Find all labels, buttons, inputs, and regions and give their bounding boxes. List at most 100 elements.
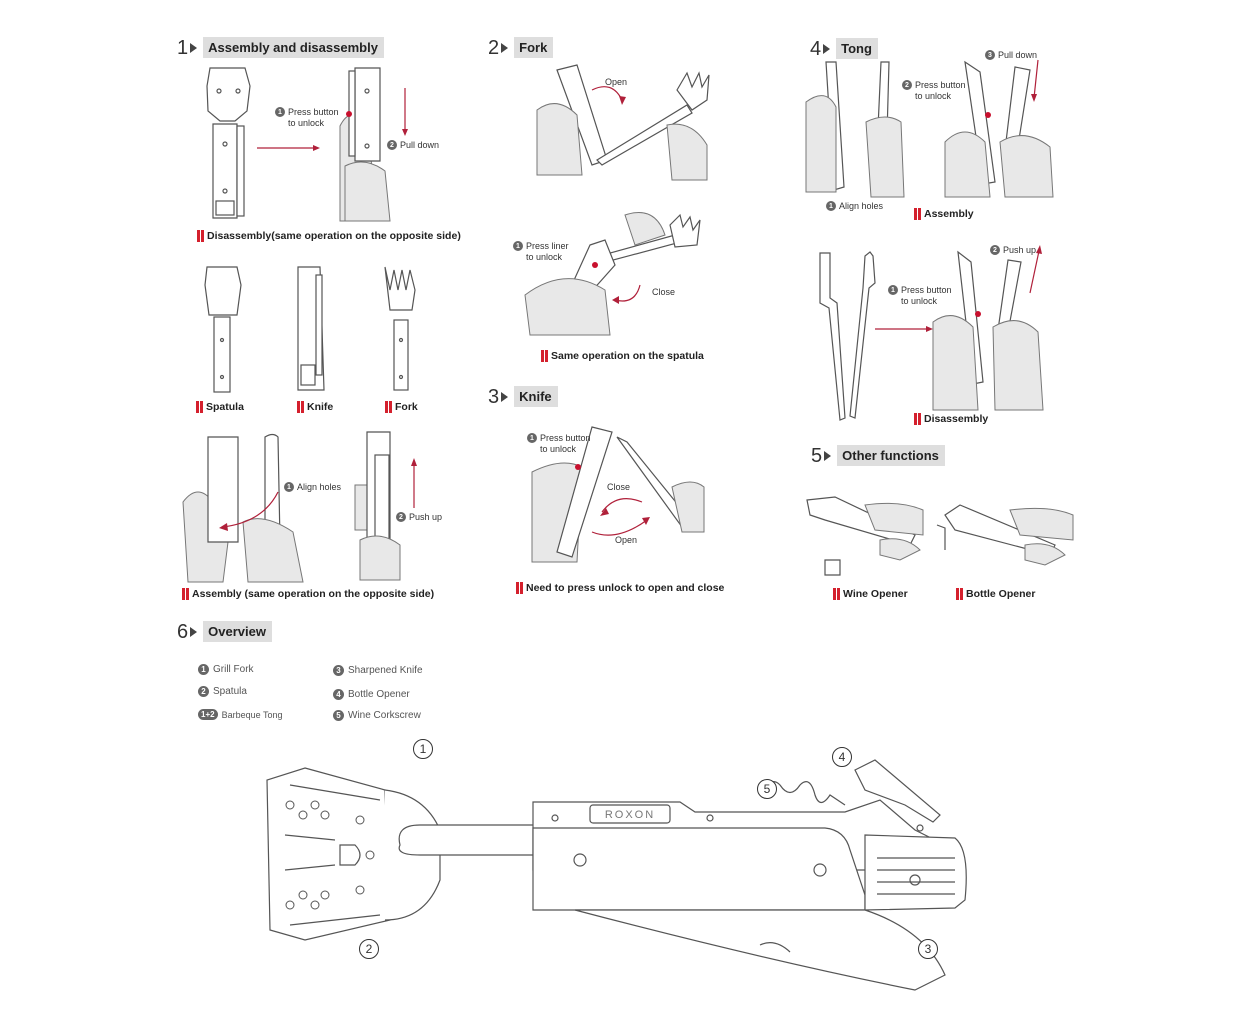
arrow-up — [1029, 245, 1042, 294]
section-number: 4 — [810, 37, 822, 60]
red-marker-icon — [516, 582, 523, 594]
overview-item-bottle-opener: 4 Bottle Opener — [333, 689, 410, 700]
step-number-icon: 2 — [990, 245, 1000, 255]
number-icon: 1+2 — [198, 709, 218, 720]
callout-5: 5 — [757, 779, 777, 799]
step-number-icon: 1 — [826, 201, 836, 211]
tong-push-up-note: 2 Push up — [990, 245, 1036, 256]
overview-item-knife: 3 Sharpened Knife — [333, 665, 423, 676]
caption-knife-unlock: Need to press unlock to open and close — [516, 582, 724, 594]
overview-item-spatula: 2 Spatula — [198, 686, 247, 697]
knife-illustration — [297, 266, 325, 391]
triangle-icon — [501, 42, 509, 53]
arrow-right — [875, 326, 933, 332]
caption-disassembly: Disassembly(same operation on the opposi… — [197, 230, 461, 242]
caption-assembly: Assembly (same operation on the opposite… — [182, 588, 434, 600]
fork-illustration — [384, 266, 416, 391]
overview-item-barbeque-tong: 1+2 Barbeque Tong — [198, 709, 282, 720]
red-marker-icon — [197, 230, 204, 242]
step-number-icon: 1 — [275, 107, 285, 117]
caption-knife: Knife — [297, 401, 333, 413]
number-icon: 2 — [198, 686, 209, 697]
red-marker-icon — [833, 588, 840, 600]
arrow-down — [402, 88, 408, 136]
tong-dis-press-note: 1 Press button to unlock — [888, 285, 952, 307]
callout-4: 4 — [832, 747, 852, 767]
section-assembly-header: 1 Assembly and disassembly — [177, 37, 384, 58]
push-up-note: 2 Push up — [396, 512, 442, 523]
step-number-icon: 1 — [513, 241, 523, 251]
section-number: 6 — [177, 620, 189, 643]
tong-align-illustration — [805, 61, 905, 198]
press-liner-note: 1 Press liner to unlock — [513, 241, 569, 263]
section-number: 3 — [488, 385, 500, 408]
section-title: Fork — [514, 37, 554, 58]
red-marker-icon — [182, 588, 189, 600]
knife-open-label: Open — [615, 535, 638, 545]
align-holes-note: 1 Align holes — [284, 482, 341, 493]
red-marker-icon — [541, 350, 548, 362]
bottle-opener-illustration — [936, 504, 1074, 566]
step-number-icon: 1 — [527, 433, 537, 443]
section-overview-header: 6 Overview — [177, 621, 272, 642]
step-number-icon: 2 — [396, 512, 406, 522]
section-title: Knife — [514, 386, 558, 407]
fork-open-illustration — [536, 64, 710, 181]
tong-v-illustration — [819, 251, 876, 421]
section-knife-header: 3 Knife — [488, 386, 558, 407]
caption-spatula: Spatula — [196, 401, 244, 413]
section-title: Assembly and disassembly — [203, 37, 384, 58]
number-icon: 5 — [333, 710, 344, 721]
brand-logo: ROXON — [605, 809, 655, 821]
knife-close-label: Close — [607, 482, 631, 492]
red-marker-icon — [297, 401, 304, 413]
triangle-icon — [823, 43, 831, 54]
arrow-down — [1031, 59, 1039, 102]
red-marker-icon — [956, 588, 963, 600]
arrow-right — [257, 145, 320, 151]
section-title: Tong — [836, 38, 878, 59]
pull-down-note: 2 Pull down — [387, 140, 439, 151]
tong-press-button-note: 2 Press button to unlock — [902, 80, 966, 102]
caption-fork-spatula: Same operation on the spatula — [541, 350, 704, 362]
press-button-note: 1 Press button to unlock — [275, 107, 339, 129]
number-icon: 1 — [198, 664, 209, 675]
tong-disassembly-illustration — [932, 250, 1044, 411]
caption-fork: Fork — [385, 401, 418, 413]
step-number-icon: 2 — [902, 80, 912, 90]
multitool-overview-illustration: ROXON — [266, 759, 967, 991]
section-tong-header: 4 Tong — [810, 38, 878, 59]
red-marker-icon — [385, 401, 392, 413]
section-title: Other functions — [837, 445, 945, 466]
caption-tong-disassembly: Disassembly — [914, 413, 988, 425]
red-marker-icon — [914, 413, 921, 425]
overview-item-corkscrew: 5 Wine Corkscrew — [333, 710, 421, 721]
section-number: 1 — [177, 36, 189, 59]
triangle-icon — [190, 626, 198, 637]
fork-close-label: Close — [652, 287, 676, 297]
number-icon: 4 — [333, 689, 344, 700]
callout-2: 2 — [359, 939, 379, 959]
spatula-illustration — [204, 266, 242, 393]
arrow-up — [411, 458, 417, 508]
number-icon: 3 — [333, 665, 344, 676]
red-marker-icon — [196, 401, 203, 413]
callout-3: 3 — [918, 939, 938, 959]
tong-assembly-illustration — [944, 60, 1054, 198]
hand-pull-illustration — [339, 67, 391, 222]
caption-wine-opener: Wine Opener — [833, 588, 908, 600]
red-marker-icon — [914, 208, 921, 220]
section-other-header: 5 Other functions — [811, 445, 945, 466]
section-number: 2 — [488, 36, 500, 59]
callout-1: 1 — [413, 739, 433, 759]
section-fork-header: 2 Fork — [488, 36, 554, 59]
step-number-icon: 1 — [284, 482, 294, 492]
tong-align-holes-note: 1 Align holes — [826, 201, 883, 212]
section-title: Overview — [203, 621, 272, 642]
step-number-icon: 3 — [985, 50, 995, 60]
step-number-icon: 1 — [888, 285, 898, 295]
caption-bottle-opener: Bottle Opener — [956, 588, 1035, 600]
align-holes-illustration — [182, 433, 304, 583]
fork-close-illustration — [524, 212, 701, 336]
multitool-closed-illustration — [206, 67, 251, 219]
